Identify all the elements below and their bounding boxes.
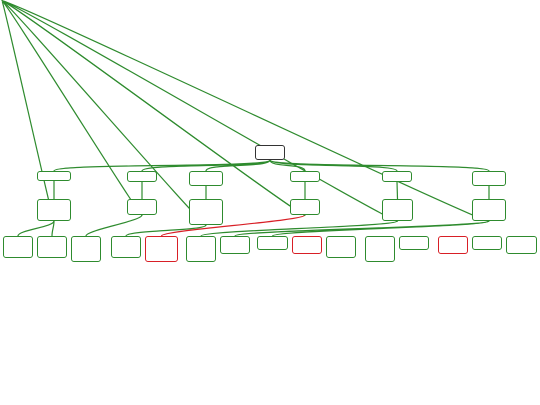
leaf-node[interactable] [506, 236, 537, 254]
connector-line [1, 0, 207, 226]
connector-line [1, 0, 399, 222]
connector-line [141, 159, 271, 172]
leaf-node[interactable] [3, 236, 33, 258]
connector-line [269, 159, 490, 172]
connector-line [1, 0, 55, 222]
connector-line [234, 220, 490, 237]
branch-node[interactable] [189, 171, 223, 186]
child-node[interactable] [472, 199, 506, 221]
leaf-node[interactable] [37, 236, 67, 258]
leaf-node[interactable] [326, 236, 356, 258]
branch-node[interactable] [127, 171, 157, 182]
connector-line [160, 214, 306, 237]
branch-node[interactable] [290, 171, 320, 182]
connector-line [396, 181, 399, 200]
root-node[interactable] [255, 145, 285, 160]
connector-line [125, 224, 207, 237]
leaf-node-highlighted[interactable] [292, 236, 322, 254]
connector-line [200, 220, 399, 237]
leaf-node[interactable] [111, 236, 141, 258]
child-node[interactable] [189, 199, 223, 225]
child-node[interactable] [127, 199, 157, 215]
connector-line [205, 159, 271, 172]
leaf-node[interactable] [365, 236, 395, 262]
connector-line [17, 220, 55, 237]
leaf-node[interactable] [257, 236, 288, 250]
leaf-node-highlighted[interactable] [438, 236, 468, 254]
leaf-node[interactable] [399, 236, 429, 250]
leaf-node[interactable] [71, 236, 101, 262]
leaf-node[interactable] [186, 236, 216, 262]
leaf-node[interactable] [472, 236, 502, 250]
connector-line [85, 214, 143, 237]
connector-line [1, 0, 490, 222]
connector-line [51, 220, 55, 237]
child-node[interactable] [290, 199, 320, 215]
child-node[interactable] [37, 199, 71, 221]
leaf-node[interactable] [220, 236, 250, 254]
branch-node[interactable] [382, 171, 412, 182]
connector-line [1, 0, 143, 216]
child-node[interactable] [382, 199, 413, 221]
branch-node[interactable] [472, 171, 506, 186]
branch-node[interactable] [37, 171, 71, 181]
connector-line [1, 0, 306, 216]
connector-line [271, 220, 490, 237]
leaf-node-highlighted[interactable] [145, 236, 178, 262]
